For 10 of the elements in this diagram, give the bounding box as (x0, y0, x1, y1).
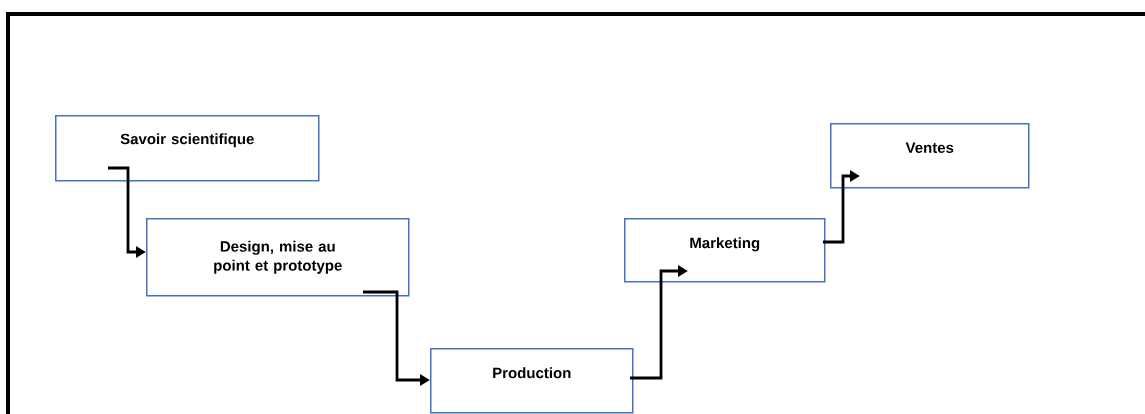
box-label: Savoir scientifique (120, 133, 254, 148)
process-box (830, 123, 1030, 189)
process-box (55, 115, 320, 182)
box-label: Production (493, 367, 571, 379)
box-label: Marketing (690, 237, 760, 252)
process-box (624, 218, 826, 283)
box-label: Ventes (905, 142, 954, 153)
box-label: Design, mise au point et prototype (214, 240, 342, 274)
process-box (430, 348, 634, 414)
process-box (146, 218, 410, 297)
